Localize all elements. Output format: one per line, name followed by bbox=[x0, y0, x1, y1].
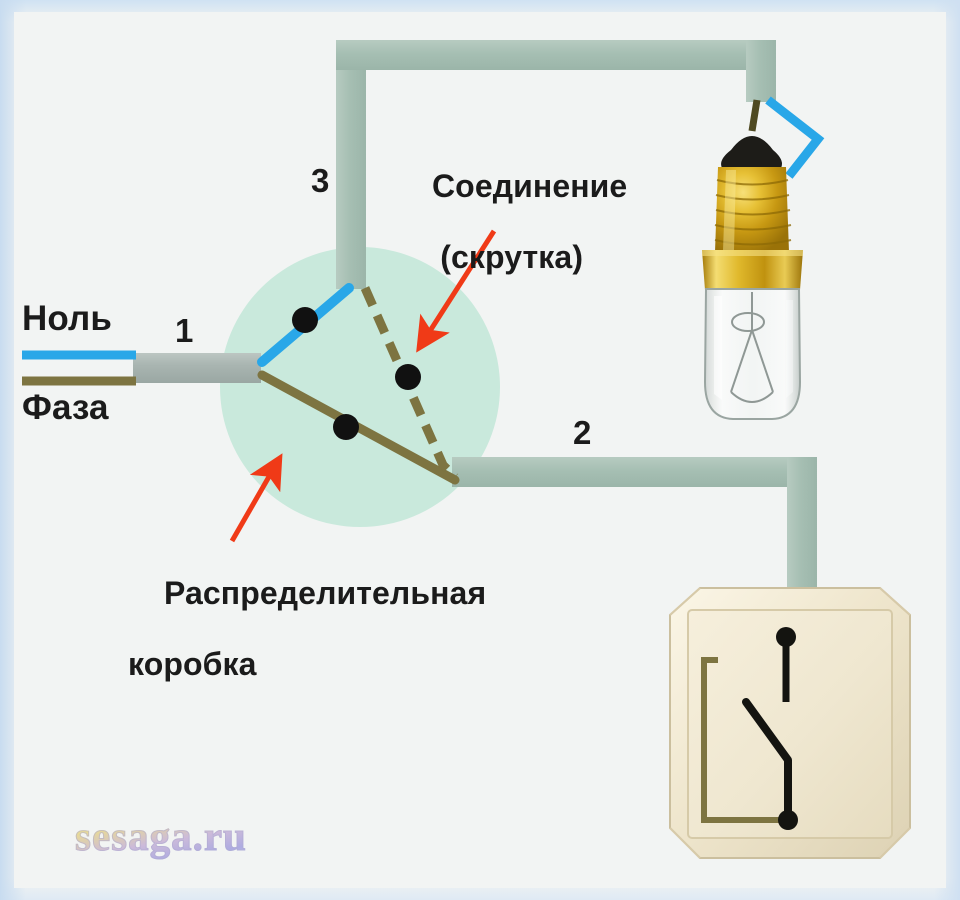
cable-2-sheath bbox=[452, 457, 817, 600]
label-cable-1: 1 bbox=[175, 312, 194, 349]
lamp-brass-collar bbox=[702, 250, 803, 290]
label-phase: Фаза bbox=[22, 388, 109, 427]
wire-switched-line-in-box bbox=[360, 286, 459, 481]
cable-3-sheath bbox=[336, 40, 776, 289]
label-junction-box-line1: Распределительная bbox=[163, 574, 487, 611]
label-connection: Соединение (скрутка) bbox=[396, 133, 627, 348]
lamp-top-contact bbox=[721, 136, 782, 168]
label-junction-box: Распределительная коробка bbox=[128, 540, 486, 755]
connection-dot-phase bbox=[333, 414, 359, 440]
lamp-brass-base bbox=[702, 167, 803, 290]
watermark: sesaga.ru bbox=[75, 813, 247, 860]
wire-phase-to-lamp bbox=[748, 99, 761, 132]
lamp-filament bbox=[730, 292, 774, 403]
label-cable-2: 2 bbox=[573, 414, 592, 451]
cable-1-sheath bbox=[133, 353, 261, 383]
switch-faceplate[interactable] bbox=[687, 609, 893, 839]
label-connection-line2: (скрутка) bbox=[440, 239, 584, 276]
label-connection-line1: Соединение bbox=[431, 167, 628, 204]
switch-blade[interactable] bbox=[742, 698, 792, 822]
arrow-to-junction-box bbox=[229, 453, 283, 543]
connection-dot-switched bbox=[395, 364, 421, 390]
incoming-wires bbox=[22, 350, 136, 386]
label-junction-box-line2: коробка bbox=[128, 646, 257, 683]
label-neutral: Ноль bbox=[22, 299, 112, 338]
switch-internal-conductor bbox=[701, 657, 788, 823]
connection-dot-neutral bbox=[292, 307, 318, 333]
switch-terminal-top bbox=[776, 627, 796, 647]
arrow-to-connection bbox=[416, 229, 497, 353]
annotation-arrows bbox=[229, 229, 497, 543]
lamp-glass bbox=[703, 288, 802, 420]
lamp bbox=[702, 96, 825, 420]
wire-neutral-to-lamp bbox=[765, 96, 825, 179]
wall-switch[interactable] bbox=[669, 587, 911, 859]
connection-dots bbox=[292, 307, 421, 440]
label-cable-3: 3 bbox=[311, 162, 330, 199]
